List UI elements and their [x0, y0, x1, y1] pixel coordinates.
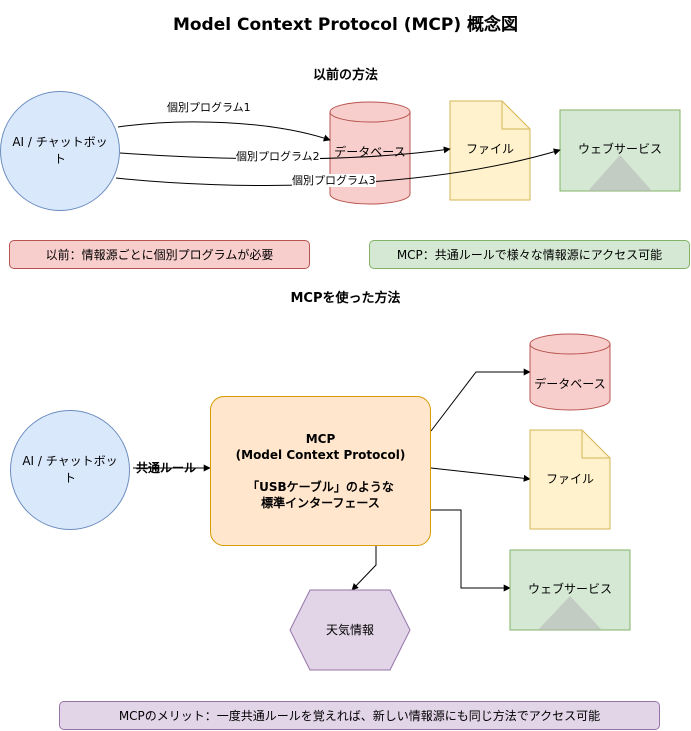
diagram-title: Model Context Protocol (MCP) 概念図: [172, 15, 519, 35]
before-note: 以前：情報源ごとに個別プログラムが必要: [9, 240, 310, 269]
mcp-description: 標準インターフェース: [261, 496, 380, 510]
after-database-shape: [529, 333, 611, 411]
weather-hexagon: [289, 589, 411, 671]
before-database-label: データベース: [334, 144, 406, 159]
common-rule-label: 共通ルール: [136, 461, 197, 475]
program1-label: 個別プログラム1: [167, 101, 251, 114]
before-web-label: ウェブサービス: [577, 141, 662, 156]
after-web-shape: [509, 549, 631, 631]
mcp-to-file-arrow: [430, 467, 531, 482]
weather-label: 天気情報: [325, 622, 374, 637]
mcp-fullname: (Model Context Protocol): [235, 448, 406, 462]
program1-arrow: [117, 121, 331, 142]
after-database-label: データベース: [534, 376, 606, 391]
before-chatbot-label: AI / チャットボット: [12, 135, 108, 166]
after-file-label: ファイル: [545, 471, 594, 486]
program3-label: 個別プログラム3: [292, 174, 376, 187]
after-chatbot-label: AI / チャットボット: [22, 454, 118, 485]
mcp-to-web-arrow: [431, 509, 511, 592]
mcp-title: MCP: [305, 432, 336, 446]
merit-note: MCPのメリット：一度共通ルールを覚えれば、新しい情報源にも同じ方法でアクセス可…: [59, 701, 660, 730]
mcp-analogy: 「USBケーブル」のような: [247, 480, 394, 494]
program2-label: 個別プログラム2: [236, 150, 320, 163]
before-chatbot-circle: AI / チャットボット: [0, 91, 120, 211]
after-heading: MCPを使った方法: [290, 291, 401, 306]
mcp-box: MCP (Model Context Protocol) 「USBケーブル」のよ…: [210, 396, 431, 546]
mcp-to-weather-arrow: [351, 546, 377, 591]
after-file-shape: [529, 429, 611, 530]
before-file-label: ファイル: [465, 141, 514, 156]
after-chatbot-circle: AI / チャットボット: [10, 410, 130, 530]
mcp-note: MCP：共通ルールで様々な情報源にアクセス可能: [369, 240, 690, 269]
after-web-label: ウェブサービス: [527, 581, 612, 596]
mcp-to-database-arrow: [430, 368, 531, 432]
before-file-shape: [449, 100, 531, 201]
before-heading: 以前の方法: [312, 68, 378, 83]
